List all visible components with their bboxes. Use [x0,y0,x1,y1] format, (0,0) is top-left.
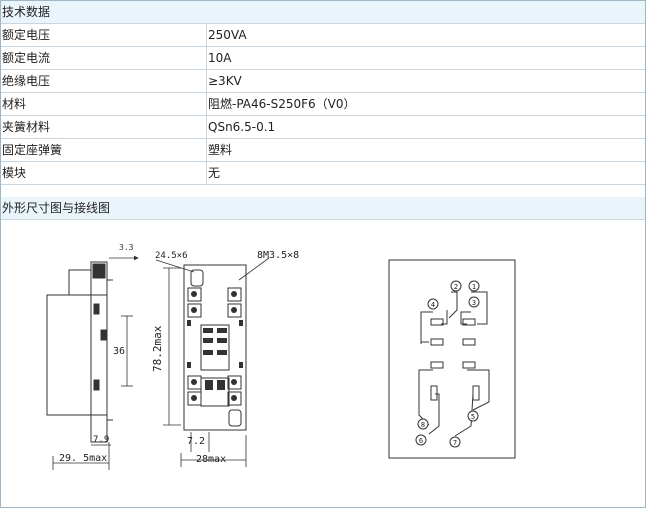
spec-label: 额定电流 [2,51,51,65]
spec-row: 额定电压 250VA [1,24,645,47]
front-view-dimensions [155,257,270,467]
pin-label: 5 [471,413,475,421]
dim-78-2: 78.2max [151,325,164,372]
section-header-drawing: 外形尺寸图与接线图 [1,197,645,220]
spec-value: 无 [206,162,646,184]
pin-label: 4 [431,301,435,309]
dim-7-2: 7.2 [187,436,205,447]
spec-label: 固定座弹簧 [2,143,63,157]
spec-label: 夹簧材料 [2,120,51,134]
spec-label: 模块 [2,166,27,180]
wiring-diagram: 1 2 3 4 5 6 7 8 [388,259,516,459]
dim-29-5: 29. 5max [59,453,107,464]
spec-label: 材料 [2,97,27,111]
front-view [183,264,247,431]
spec-row: 模块 无 [1,162,645,185]
spec-value: 250VA [206,24,646,46]
pin-label: 7 [453,439,457,447]
dimension-drawing: 3.3 36 7.9 29. 5max [1,220,645,507]
dim-36: 36 [113,346,125,357]
pin-label: 8 [421,421,425,429]
spec-value: ≥3KV [206,70,646,92]
spec-label: 额定电压 [2,28,51,42]
spec-value: 塑料 [206,139,646,161]
side-view-dimensions [52,255,139,470]
pin-label: 1 [472,283,476,291]
spec-row: 材料 阻燃-PA46-S250F6（V0） [1,93,645,116]
spec-label: 绝缘电压 [2,74,51,88]
dim-3-3: 3.3 [119,243,134,252]
spec-row: 固定座弹簧 塑料 [1,139,645,162]
spec-value: 阻燃-PA46-S250F6（V0） [206,93,646,115]
dim-24-5: 24.5×6 [155,251,188,261]
spec-row: 额定电流 10A [1,47,645,70]
dim-28: 28max [196,454,226,465]
spec-value: QSn6.5-0.1 [206,116,646,138]
dim-7-9: 7.9 [93,435,109,445]
dim-8m: 8M3.5×8 [257,250,299,261]
pin-label: 2 [454,283,458,291]
front-view-details [187,291,243,401]
spec-row: 绝缘电压 ≥3KV [1,70,645,93]
side-view [46,261,113,443]
section-header-tech: 技术数据 [1,1,645,24]
pin-label: 6 [419,437,423,445]
pin-label: 3 [472,299,476,307]
spec-row: 夹簧材料 QSn6.5-0.1 [1,116,645,139]
spec-value: 10A [206,47,646,69]
